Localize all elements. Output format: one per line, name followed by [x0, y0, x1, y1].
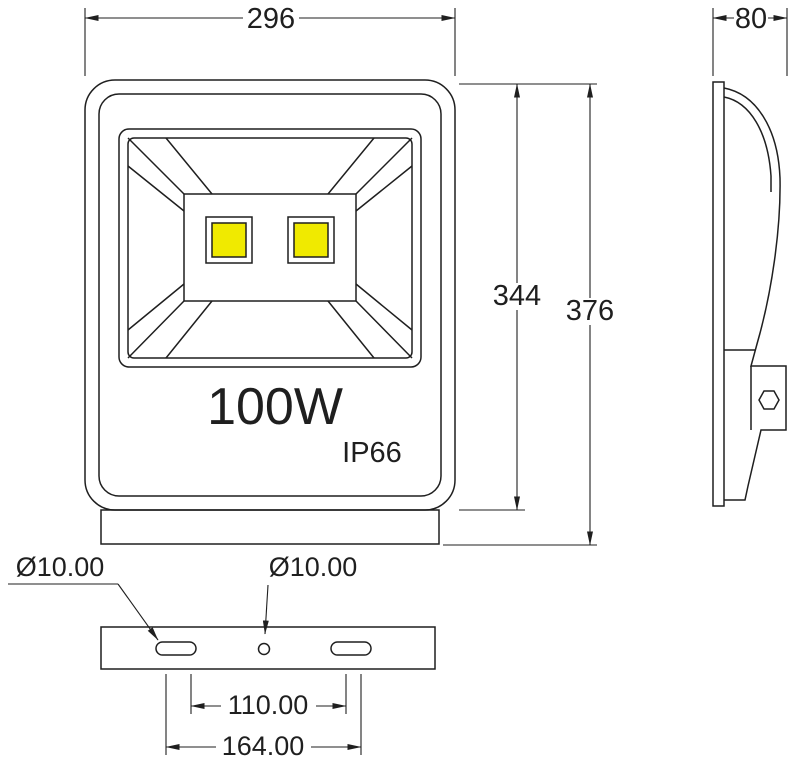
reflector-outer-rim: [118, 128, 422, 368]
bottom-view: [100, 626, 436, 670]
center-hole-diameter-text: Ø10.00: [269, 552, 358, 582]
reflector-facet-lines: [127, 137, 413, 359]
led-chip-right: [287, 216, 335, 264]
power-label: 100W: [207, 378, 343, 436]
dim-344-text: 344: [493, 280, 541, 312]
led-chip-left-frame: [205, 216, 253, 264]
label-left-slot-diameter: Ø10.00: [8, 552, 159, 641]
dimension-spacing-110: 110.00: [190, 674, 347, 720]
front-view: 100W IP66: [84, 79, 456, 545]
led-chip-left-emitter: [211, 222, 247, 258]
led-chip-left: [205, 216, 253, 264]
led-chip-right-emitter: [293, 222, 329, 258]
reflector-inner-rim: [127, 137, 413, 359]
dim-376-text: 376: [566, 295, 614, 327]
side-view: [712, 81, 787, 507]
dim-164-extension-lines: [165, 674, 362, 755]
left-slot-diameter-text: Ø10.00: [16, 552, 105, 582]
dimension-height-376: 376: [443, 83, 620, 546]
side-detail-lines: [724, 349, 756, 430]
side-profile: [723, 87, 787, 501]
front-base-strip: [100, 509, 440, 545]
mounting-slot-left: [155, 641, 197, 656]
drawing-root: 100W IP66 296: [8, 3, 788, 761]
dim-164-mask: [216, 734, 311, 760]
dimensions: 296 80 344 376: [8, 3, 788, 761]
dim-80-text: 80: [735, 3, 767, 35]
side-inner-curve: [723, 96, 772, 192]
reflector-floor: [183, 193, 357, 302]
front-body-inner-frame: [98, 93, 442, 497]
label-center-hole-diameter: Ø10.00: [262, 552, 358, 635]
dimension-depth-80: 80: [712, 3, 788, 76]
dimension-spacing-164: 164.00: [165, 674, 362, 761]
dim-110-mask: [221, 693, 316, 719]
dimension-height-344: 344: [459, 83, 597, 511]
dim-80-mask: [734, 5, 768, 31]
mounting-hole-center: [257, 642, 271, 656]
dim-296-mask: [243, 5, 299, 31]
dim-164-text: 164.00: [222, 731, 305, 761]
center-hole-leader-line: [262, 584, 269, 635]
led-chip-right-frame: [287, 216, 335, 264]
mounting-bracket-outline: [100, 626, 436, 670]
ip-rating-label: IP66: [342, 437, 402, 469]
side-back-plate: [712, 81, 725, 507]
dimension-width-296: 296: [84, 3, 456, 76]
dim-344-mask: [487, 283, 547, 310]
dim-110-text: 110.00: [228, 690, 309, 720]
dim-296-text: 296: [247, 3, 295, 35]
mounting-slot-right: [330, 641, 372, 656]
dim-376-mask: [560, 298, 620, 325]
hex-bolt-icon: [758, 390, 780, 410]
left-slot-leader-line: [117, 583, 159, 641]
